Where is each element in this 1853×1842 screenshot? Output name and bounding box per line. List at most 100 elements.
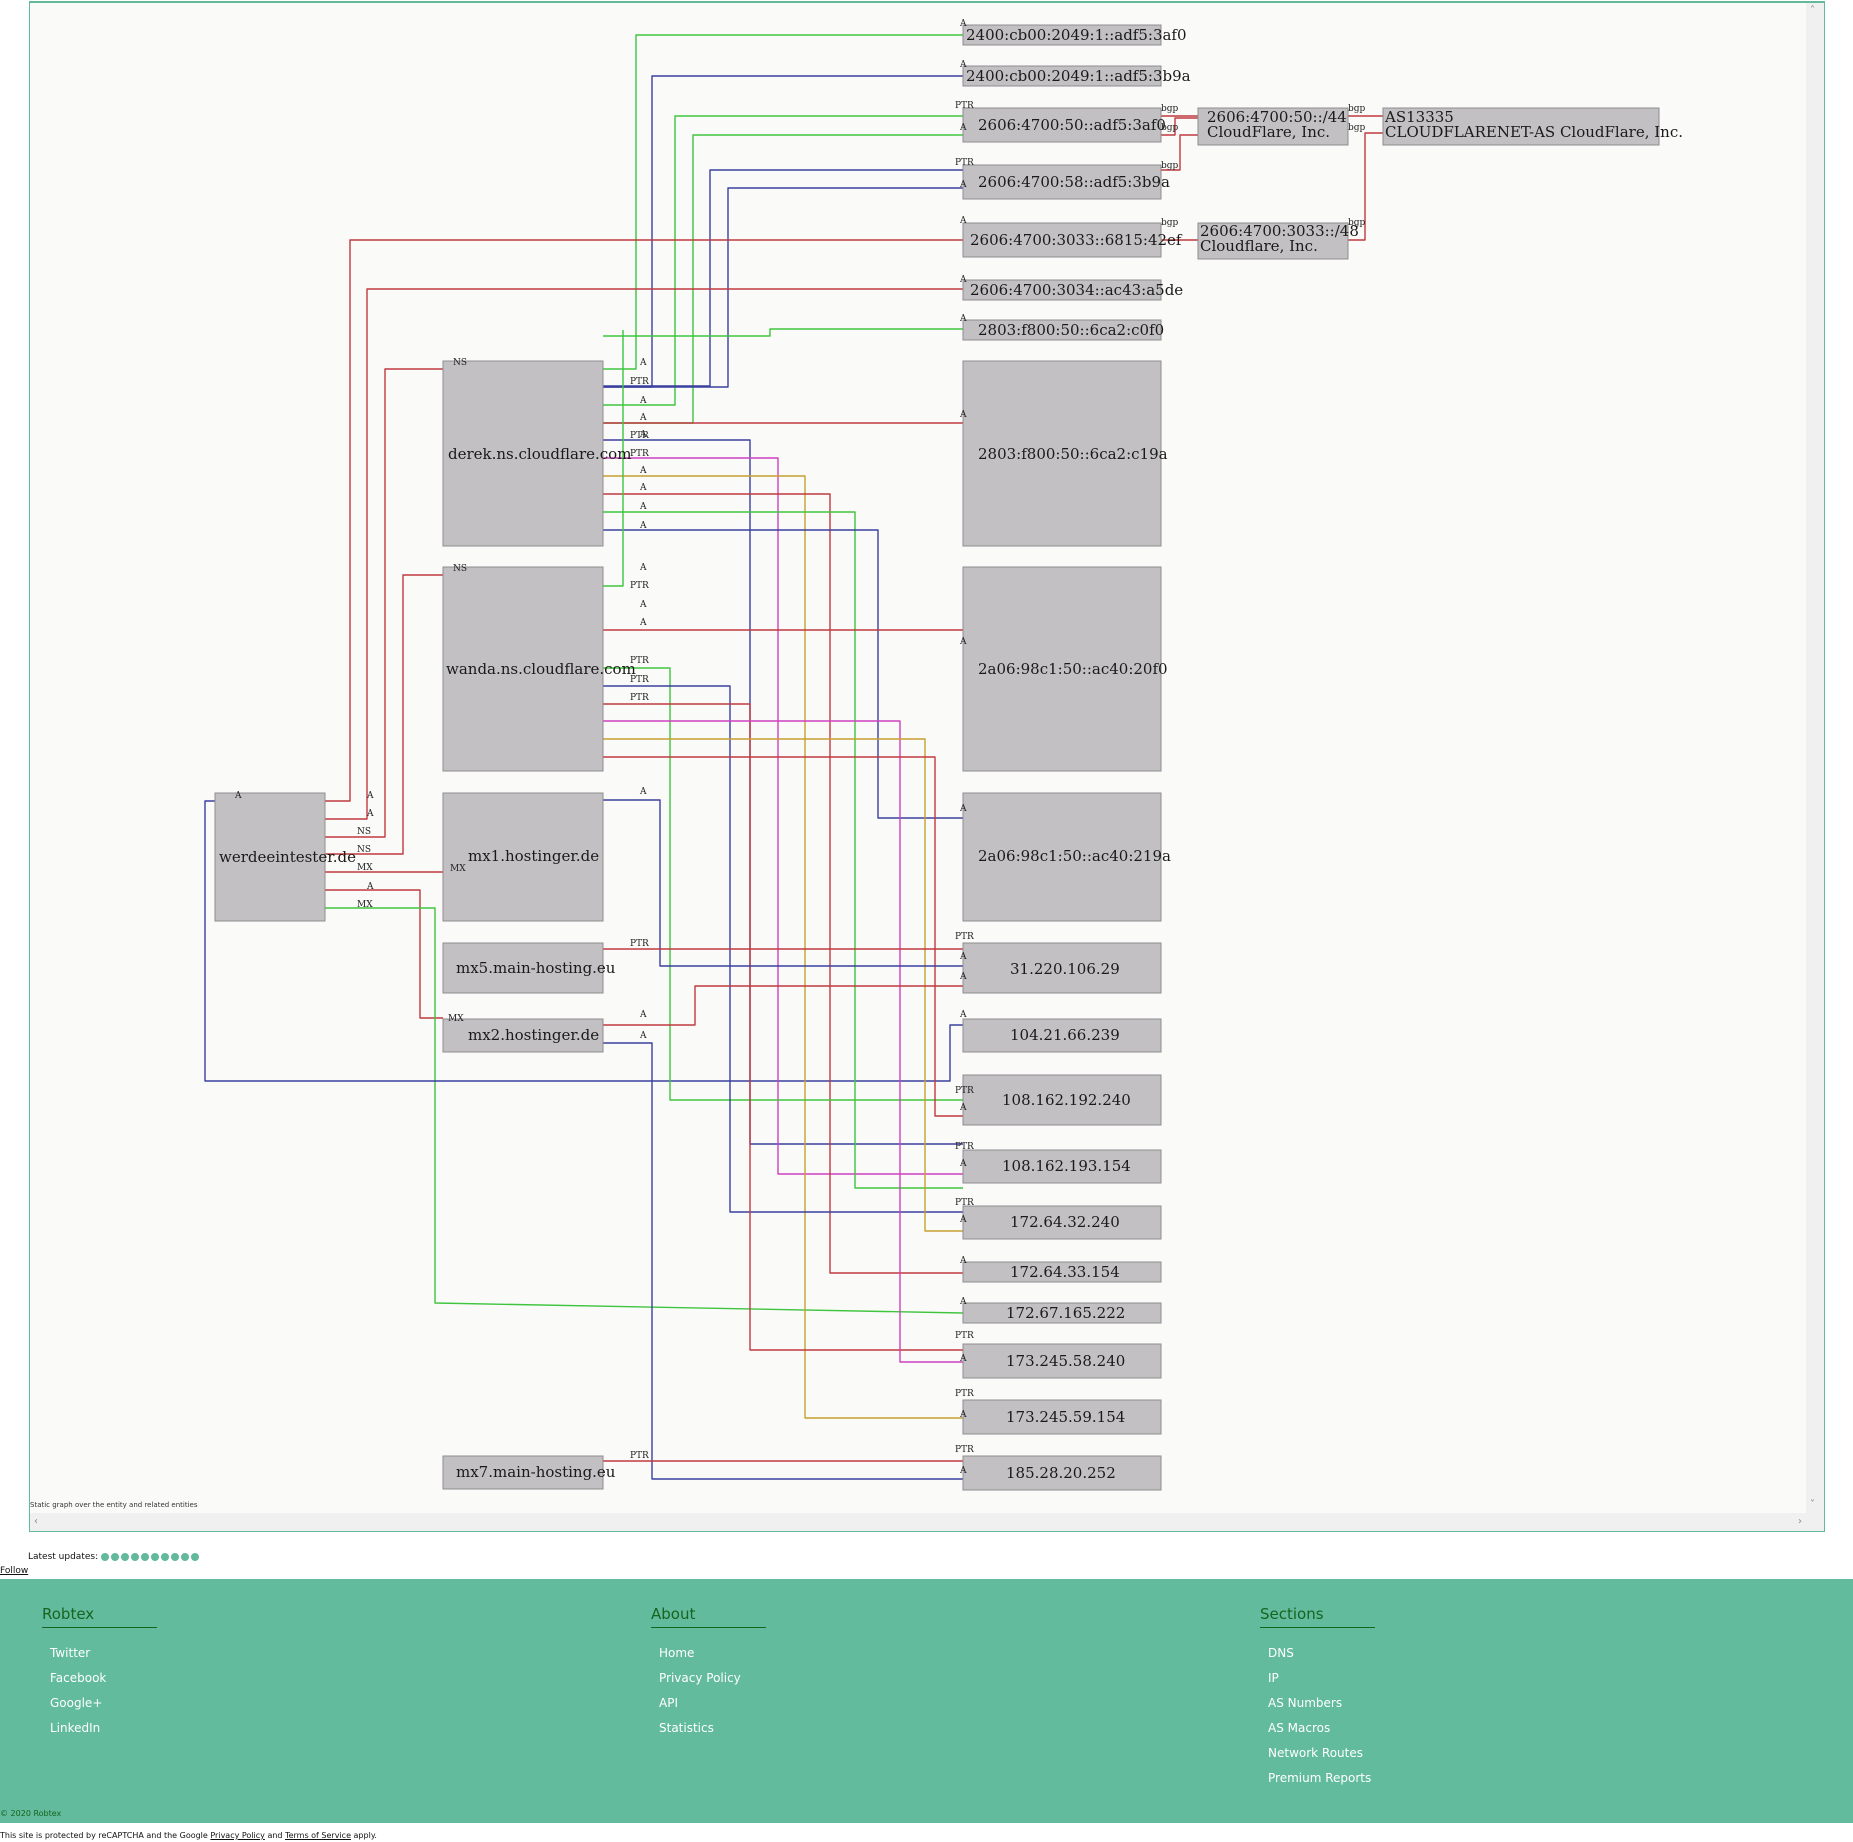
- recaptcha-and: and: [267, 1831, 283, 1840]
- update-dot[interactable]: [110, 1552, 119, 1561]
- node-ipv4-9[interactable]: 173.245.59.154: [962, 1399, 1162, 1435]
- update-dot[interactable]: [130, 1552, 139, 1561]
- edge-label: A: [959, 952, 967, 962]
- footer-link-as-numbers[interactable]: AS Numbers: [1268, 1696, 1343, 1710]
- edge-label: PTR: [955, 1142, 974, 1152]
- update-dots[interactable]: [100, 1552, 201, 1562]
- node-ipv6-9[interactable]: 2a06:98c1:50::ac40:20f0: [962, 566, 1168, 772]
- recaptcha-terms-link[interactable]: Terms of Service: [285, 1831, 351, 1840]
- scroll-down-arrow-icon[interactable]: ˅: [1810, 1499, 1815, 1510]
- node-wanda-ns[interactable]: wanda.ns.cloudflare.com: [442, 566, 636, 772]
- node-ipv4-8[interactable]: 173.245.58.240: [962, 1343, 1162, 1379]
- edge-label: A: [959, 1215, 967, 1225]
- edge-label: PTR: [630, 675, 649, 685]
- node-ipv4-7[interactable]: 172.67.165.222: [962, 1302, 1162, 1324]
- node-ipv4-1[interactable]: 31.220.106.29: [962, 942, 1162, 994]
- update-dot[interactable]: [150, 1552, 159, 1561]
- update-dot[interactable]: [170, 1552, 179, 1561]
- footer-link-ip[interactable]: IP: [1268, 1671, 1279, 1685]
- node-ipv6-4[interactable]: 2606:4700:58::adf5:3b9a: [962, 164, 1170, 200]
- footer-link-api[interactable]: API: [659, 1696, 678, 1710]
- follow-link[interactable]: Follow: [0, 1566, 29, 1576]
- node-ipv4-4[interactable]: 108.162.193.154: [962, 1149, 1162, 1184]
- footer-link-home[interactable]: Home: [659, 1646, 695, 1660]
- node-mx7-main-hosting[interactable]: mx7.main-hosting.eu: [442, 1455, 616, 1490]
- node-ipv4-2[interactable]: 104.21.66.239: [962, 1018, 1162, 1053]
- edge-label: A: [959, 1010, 967, 1020]
- vertical-scrollbar[interactable]: ˄ ˅: [1806, 3, 1824, 1513]
- scroll-up-arrow-icon[interactable]: ˄: [1810, 5, 1815, 16]
- scroll-left-arrow-icon[interactable]: ‹: [34, 1516, 38, 1527]
- graph-edge: [325, 239, 963, 802]
- graph-edge: [603, 1042, 963, 1480]
- update-dot[interactable]: [180, 1552, 189, 1561]
- svg-text:wanda.ns.cloudflare.com: wanda.ns.cloudflare.com: [446, 660, 636, 678]
- svg-text:CloudFlare, Inc.: CloudFlare, Inc.: [1207, 123, 1330, 141]
- edge-label: A: [639, 396, 647, 406]
- footer-link-network-routes[interactable]: Network Routes: [1268, 1746, 1364, 1760]
- node-ipv6-2[interactable]: 2400:cb00:2049:1::adf5:3b9a: [962, 65, 1191, 87]
- footer-link-premium-reports[interactable]: Premium Reports: [1268, 1771, 1372, 1785]
- node-mx5-main-hosting[interactable]: mx5.main-hosting.eu: [442, 942, 616, 994]
- node-ipv4-6[interactable]: 172.64.33.154: [962, 1261, 1162, 1283]
- footer-link-linkedin[interactable]: LinkedIn: [50, 1721, 101, 1735]
- graph-edge: [1161, 134, 1198, 171]
- node-ipv6-3[interactable]: 2606:4700:50::adf5:3af0: [962, 107, 1166, 143]
- node-ipv6-10[interactable]: 2a06:98c1:50::ac40:219a: [962, 792, 1171, 922]
- node-ipv6-8[interactable]: 2803:f800:50::6ca2:c19a: [962, 360, 1168, 547]
- node-derek-ns[interactable]: derek.ns.cloudflare.com: [442, 360, 631, 547]
- footer-col-sections: Sections DNS IP AS Numbers AS Macros Net…: [1260, 1605, 1375, 1796]
- edge-label: A: [959, 972, 967, 982]
- edge-label: PTR: [955, 932, 974, 942]
- edge-label: A: [959, 1466, 967, 1476]
- update-dot[interactable]: [100, 1552, 109, 1561]
- graph-edge: [603, 511, 963, 1189]
- graph-edge: [603, 330, 624, 587]
- footer-link-privacy-policy[interactable]: Privacy Policy: [659, 1671, 741, 1685]
- edge-label: MX: [357, 900, 373, 910]
- footer-link-twitter[interactable]: Twitter: [50, 1646, 91, 1660]
- footer-link-dns[interactable]: DNS: [1268, 1646, 1294, 1660]
- node-netblock-2606-4700-50[interactable]: 2606:4700:50::/44 CloudFlare, Inc.: [1197, 107, 1349, 146]
- horizontal-scrollbar[interactable]: ‹ ›: [30, 1513, 1824, 1531]
- svg-text:2a06:98c1:50::ac40:219a: 2a06:98c1:50::ac40:219a: [978, 847, 1171, 865]
- node-as13335[interactable]: AS13335 CLOUDFLARENET-AS CloudFlare, Inc…: [1382, 107, 1683, 146]
- edge-label: A: [959, 1297, 967, 1307]
- recaptcha-privacy-link[interactable]: Privacy Policy: [210, 1831, 265, 1840]
- edge-label: bgp: [1161, 161, 1179, 171]
- edge-label: A: [959, 1410, 967, 1420]
- update-dot[interactable]: [140, 1552, 149, 1561]
- graph-edge: [603, 493, 963, 1274]
- svg-text:172.67.165.222: 172.67.165.222: [1006, 1304, 1125, 1322]
- node-werdeeintester[interactable]: werdeeintester.de: [214, 792, 356, 922]
- node-ipv6-7[interactable]: 2803:f800:50::6ca2:c0f0: [962, 319, 1164, 341]
- svg-text:108.162.192.240: 108.162.192.240: [1002, 1091, 1131, 1109]
- node-ipv6-6[interactable]: 2606:4700:3034::ac43:a5de: [962, 279, 1183, 301]
- footer-link-facebook[interactable]: Facebook: [50, 1671, 107, 1685]
- footer-link-as-macros[interactable]: AS Macros: [1268, 1721, 1331, 1735]
- node-mx2-hostinger[interactable]: mx2.hostinger.de: [442, 1018, 604, 1053]
- node-ipv6-1[interactable]: 2400:cb00:2049:1::adf5:3af0: [962, 24, 1187, 46]
- node-mx1-hostinger[interactable]: mx1.hostinger.de: [442, 792, 604, 922]
- node-ipv4-3[interactable]: 108.162.192.240: [962, 1074, 1162, 1126]
- footer-link-googleplus[interactable]: Google+: [50, 1696, 103, 1710]
- footer-link-statistics[interactable]: Statistics: [659, 1721, 714, 1735]
- graph-edge: [204, 800, 963, 1082]
- edge-label: A: [959, 180, 967, 190]
- graph-edge: [603, 529, 963, 819]
- graph-edge: [603, 169, 963, 387]
- scroll-right-arrow-icon[interactable]: ›: [1798, 1516, 1802, 1527]
- node-ipv4-5[interactable]: 172.64.32.240: [962, 1205, 1162, 1240]
- graph-edge: [603, 799, 963, 967]
- node-ipv6-5[interactable]: 2606:4700:3033::6815:42ef: [962, 222, 1183, 258]
- latest-updates: Latest updates:: [28, 1552, 201, 1562]
- copyright-text: © 2020 Robtex: [0, 1809, 62, 1818]
- update-dot[interactable]: [190, 1552, 199, 1561]
- edge-label: PTR: [955, 1331, 974, 1341]
- update-dot[interactable]: [120, 1552, 129, 1561]
- edge-label: PTR: [630, 1451, 649, 1461]
- node-netblock-2606-4700-3033[interactable]: 2606:4700:3033::/48 Cloudflare, Inc.: [1197, 222, 1359, 260]
- update-dot[interactable]: [160, 1552, 169, 1561]
- node-ipv4-10[interactable]: 185.28.20.252: [962, 1455, 1162, 1491]
- graph-edge: [603, 475, 963, 1419]
